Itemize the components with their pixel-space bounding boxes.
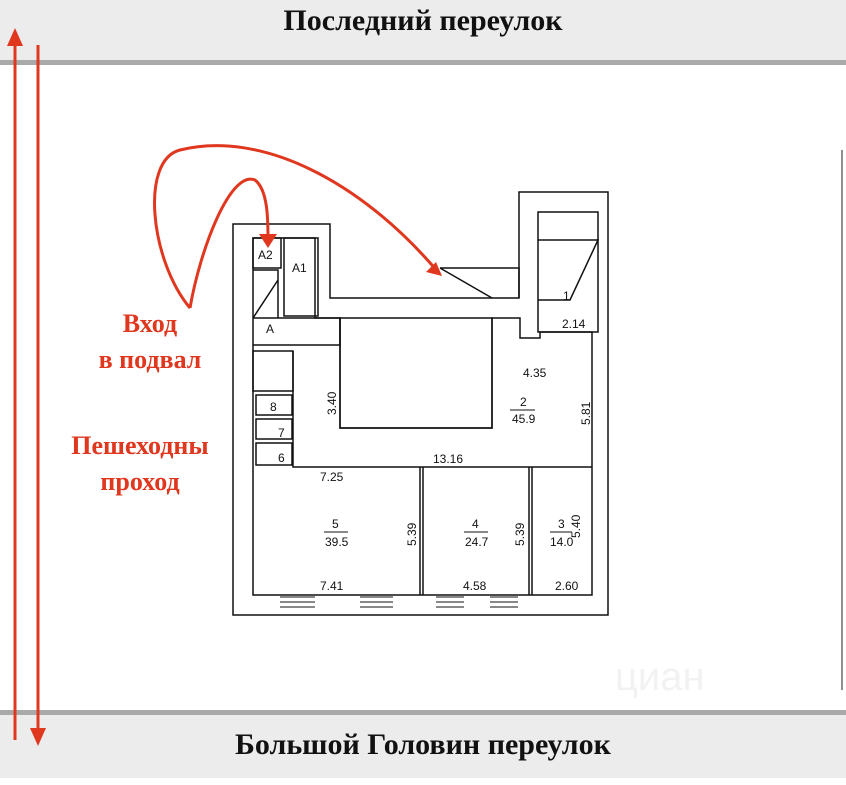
dimension-labels: 2.14 4.35 3.40 5.81 13.16 7.25 5.39 5.39… [320,317,593,593]
arrow-head-icon [426,262,442,276]
dim-13-16: 13.16 [433,452,463,466]
arrow-head-icon-2 [259,234,277,248]
room-5-area: 39.5 [325,535,349,549]
room-2-number: 2 [520,395,527,409]
room-a2: А2 [258,248,273,262]
arrow-up-icon [7,28,23,46]
arrow-down-icon [30,728,46,746]
bottom-street-band [0,712,846,778]
room-3-number: 3 [558,517,565,531]
dim-4-35: 4.35 [523,366,547,380]
room-5-number: 5 [332,517,339,531]
room-labels: А2 А1 А 1 2 45.9 3 14.0 4 24.7 5 39.5 6 … [258,248,574,549]
room-4-area: 24.7 [465,535,489,549]
top-street-band [0,0,846,62]
dim-5-39-b: 5.39 [513,522,527,546]
room-7: 7 [278,426,285,440]
bottom-street-label: Большой Головин переулок [235,728,611,761]
passage-label-line2: проход [100,467,180,496]
room-2-area: 45.9 [512,412,536,426]
room-4-number: 4 [472,517,479,531]
dim-2-14: 2.14 [562,317,586,331]
passage-label-line1: Пешеходны [71,431,209,460]
dim-4-58: 4.58 [463,579,487,593]
room-6: 6 [278,451,285,465]
dim-5-39-a: 5.39 [405,522,419,546]
room-3-area: 14.0 [550,535,574,549]
room-a: А [266,322,274,336]
windows [280,596,518,608]
room-1: 1 [563,289,570,303]
top-street-edge [0,60,846,65]
dim-2-60: 2.60 [555,579,579,593]
dim-3-40: 3.40 [325,391,339,415]
red-arrows [13,40,440,740]
entrance-arrow-left [188,177,270,309]
entrance-label-line2: в подвал [98,345,202,374]
dim-7-25: 7.25 [320,470,344,484]
dim-5-81: 5.81 [579,401,593,425]
room-a1: А1 [292,261,307,275]
bottom-street-edge [0,710,846,715]
room-8: 8 [270,400,277,414]
entrance-arrow-right [153,144,440,309]
dim-7-41: 7.41 [320,579,344,593]
walls [232,191,609,616]
dim-5-40: 5.40 [569,514,583,538]
entrance-label-line1: Вход [122,309,178,338]
top-street-label: Последний переулок [283,4,563,37]
watermark: циан [615,655,705,699]
arrow-heads [7,28,442,746]
